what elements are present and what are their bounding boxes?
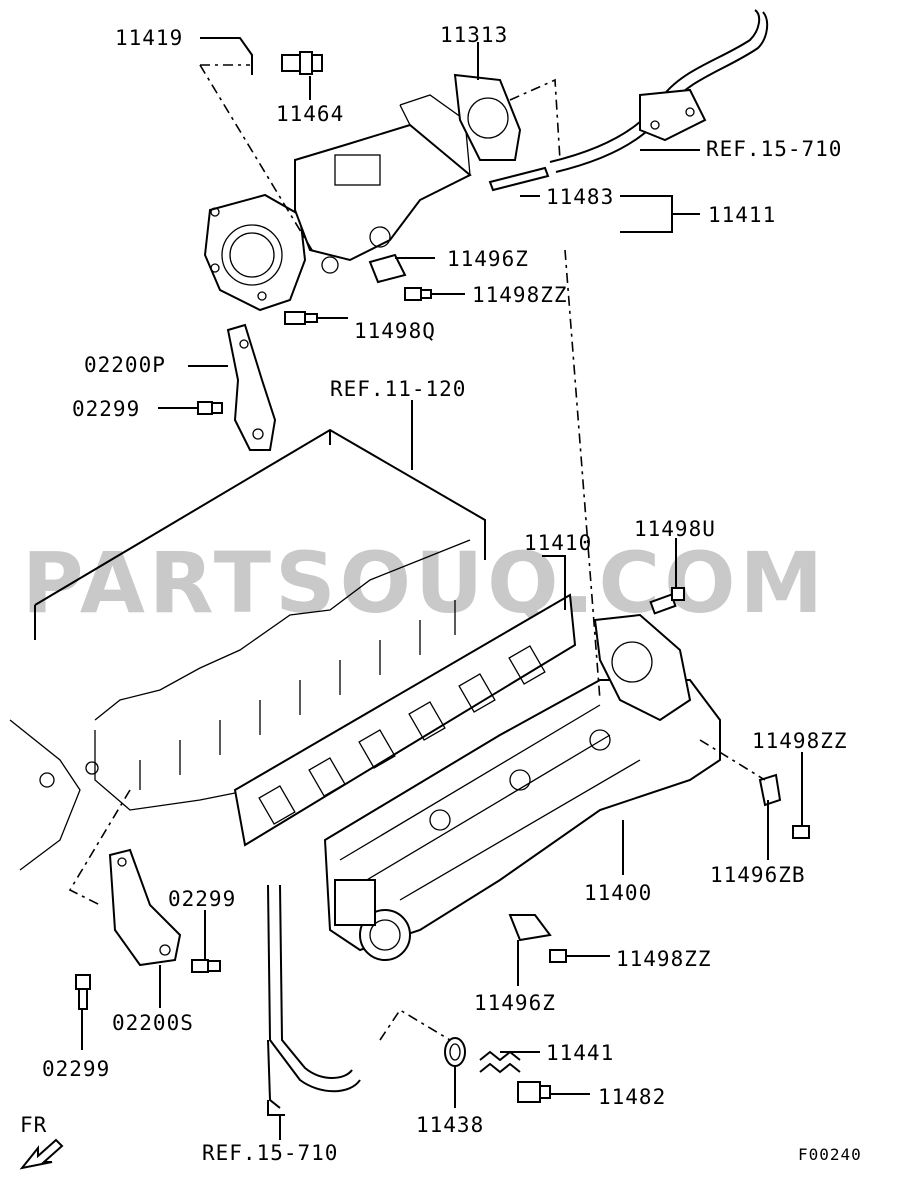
label-02200s: 02200S [112, 1011, 194, 1035]
bracket-11496z-bottom[interactable] [508, 914, 552, 942]
vacuum-hose-bottom [267, 884, 361, 1116]
sensor-11464[interactable] [281, 51, 323, 75]
label-11482: 11482 [598, 1085, 666, 1109]
seal-11438[interactable] [444, 1037, 466, 1067]
callout-labels: 11419 11313 11464 REF.15-710 11483 11411… [42, 23, 848, 1165]
label-ref-15-710-bottom: REF.15-710 [202, 1141, 338, 1165]
bolt-11498zz-right[interactable] [792, 825, 810, 839]
plug-11482[interactable] [517, 1081, 551, 1103]
intake-elbow-assembly[interactable] [203, 94, 472, 312]
label-11498zz-bottom: 11498ZZ [616, 947, 712, 971]
leader-lines [68, 37, 803, 1140]
bolt-11498zz-top[interactable] [404, 287, 432, 301]
label-11498q: 11498Q [354, 319, 436, 343]
label-02200p: 02200P [84, 353, 166, 377]
label-11441: 11441 [546, 1041, 614, 1065]
bracket-11496zb[interactable] [758, 773, 782, 807]
spring-11441[interactable] [479, 1050, 521, 1074]
bolt-02299-top[interactable] [197, 401, 223, 415]
label-02299-mid: 02299 [168, 887, 236, 911]
label-11400: 11400 [584, 881, 652, 905]
manifold-gasket-11410[interactable] [233, 593, 577, 847]
label-11496z-top: 11496Z [447, 247, 529, 271]
bolt-11498u[interactable] [649, 587, 685, 615]
label-ref-11-120: REF.11-120 [330, 377, 466, 401]
diagram-code: F00240 [798, 1145, 862, 1164]
label-11419: 11419 [115, 26, 183, 50]
cylinder-head-ref [9, 428, 486, 871]
label-11410: 11410 [524, 531, 592, 555]
gasket-11313[interactable] [453, 73, 522, 161]
intake-manifold-11400[interactable] [323, 613, 721, 961]
bolt-11498q[interactable] [284, 311, 318, 325]
bracket-02200p[interactable] [226, 323, 277, 451]
bracket-02200s[interactable] [108, 848, 182, 967]
bracket-11496z-top[interactable] [368, 253, 407, 284]
bolt-02299-bottom[interactable] [75, 974, 91, 1010]
label-11498zz-top: 11498ZZ [472, 283, 568, 307]
label-11483: 11483 [546, 185, 614, 209]
vacuum-hose-top [549, 9, 769, 173]
label-11496zb: 11496ZB [710, 863, 806, 887]
pipe-11483[interactable] [488, 166, 550, 192]
label-11313: 11313 [440, 23, 508, 47]
label-02299-top: 02299 [72, 397, 140, 421]
watermark: PARTSOUQ.COM [22, 534, 827, 632]
label-11496z-bottom: 11496Z [474, 991, 556, 1015]
bolt-11498zz-bottom[interactable] [549, 949, 567, 963]
label-11498zz-right: 11498ZZ [752, 729, 848, 753]
label-11438: 11438 [416, 1113, 484, 1137]
label-11464: 11464 [276, 102, 344, 126]
label-11411: 11411 [708, 203, 776, 227]
arrow-down-left-icon [19, 1138, 64, 1170]
bolt-02299-mid[interactable] [191, 959, 221, 973]
front-direction-indicator: FR [19, 1113, 64, 1170]
label-02299-bottom: 02299 [42, 1057, 110, 1081]
direction-label: FR [20, 1113, 47, 1137]
label-11498u: 11498U [634, 517, 716, 541]
label-ref-15-710-top: REF.15-710 [706, 137, 842, 161]
